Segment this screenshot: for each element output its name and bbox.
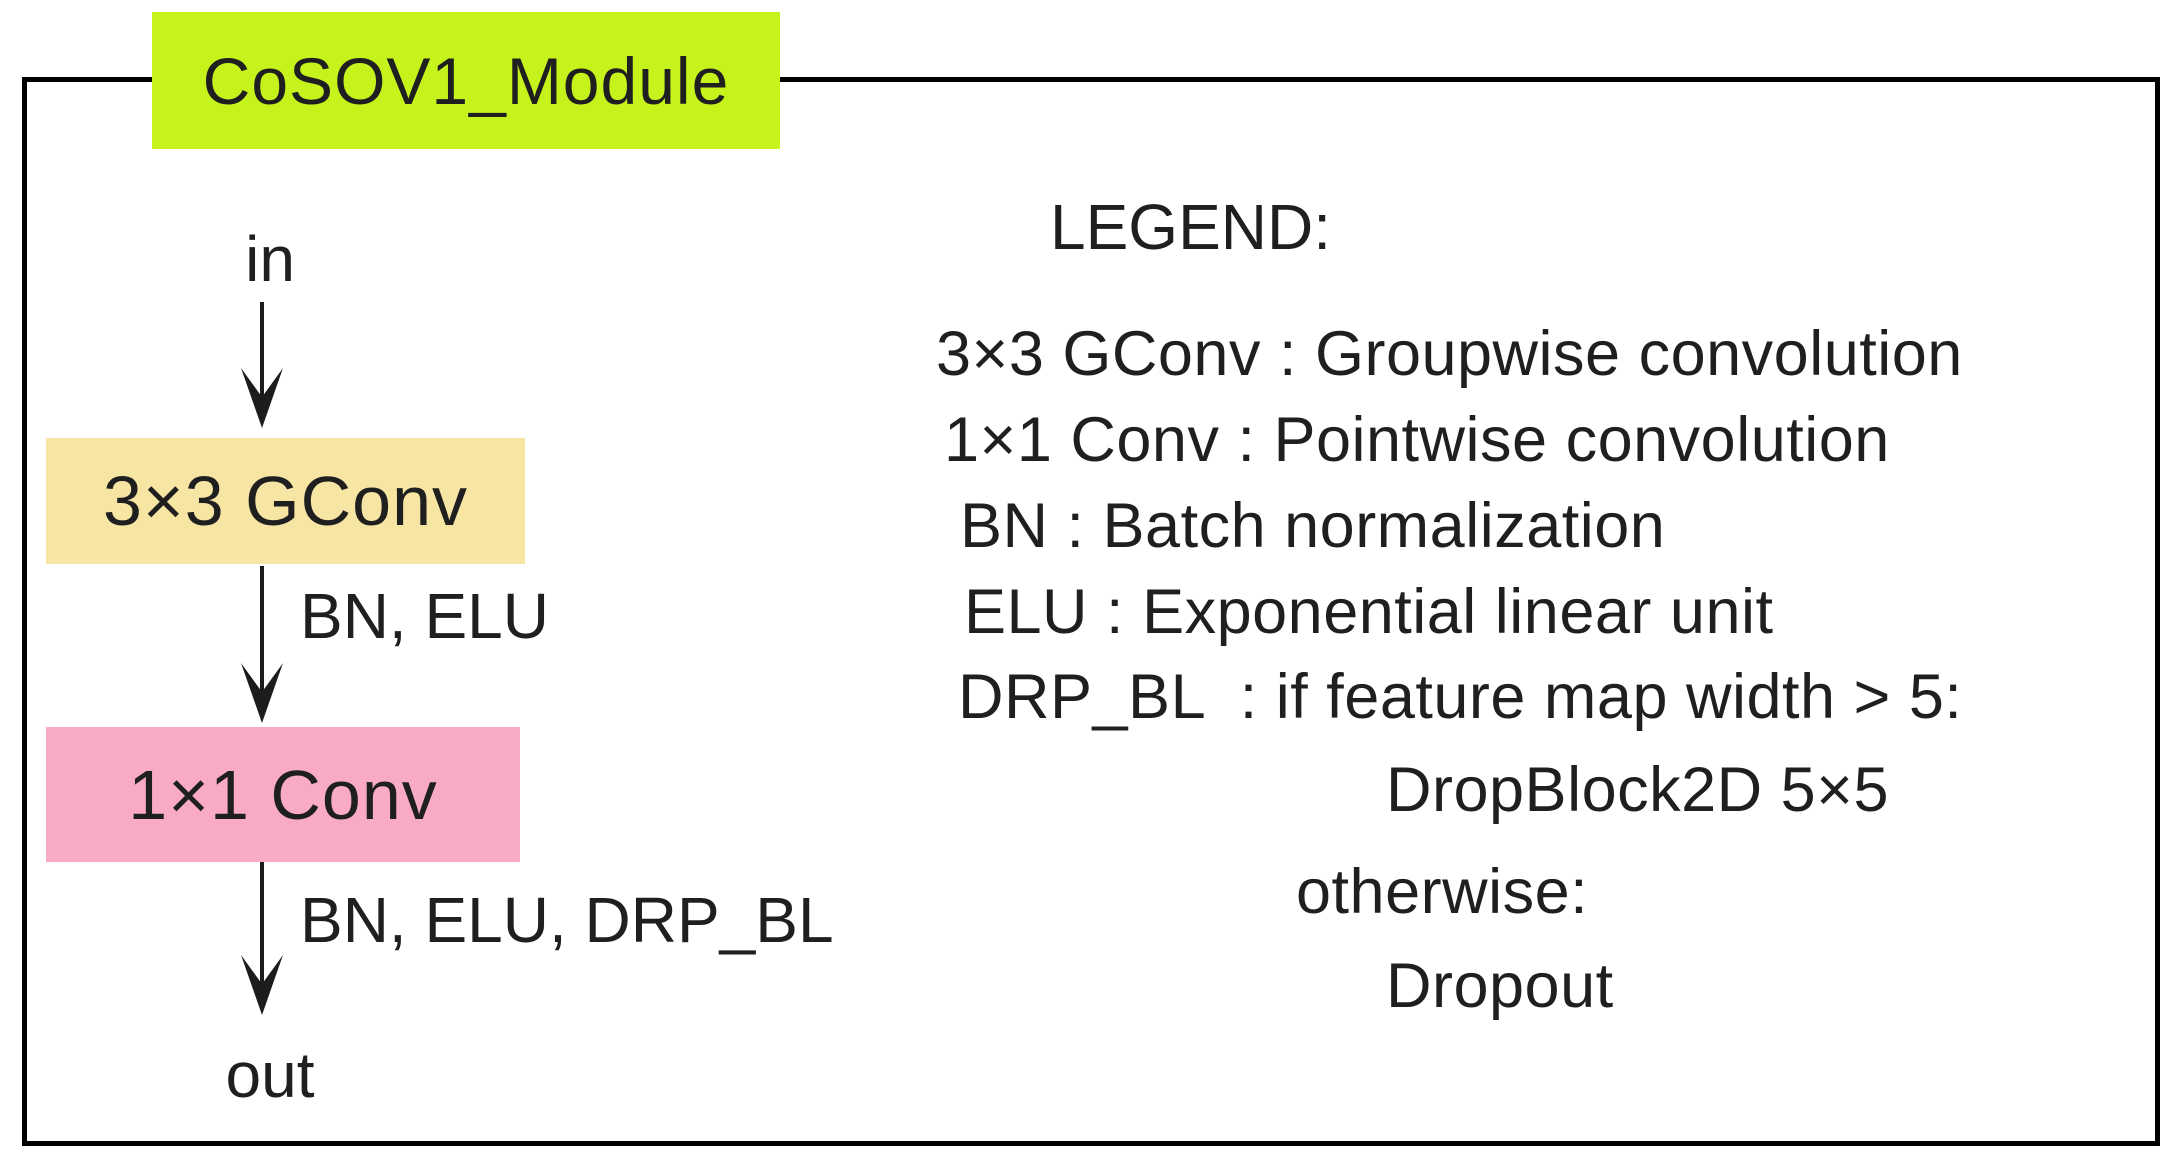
module-title: CoSOV1_Module <box>202 43 730 118</box>
legend-entry-dropout: Dropout <box>1386 951 1614 1021</box>
legend-entry-otherwise: otherwise: <box>1296 857 1589 927</box>
flow-output-label: out <box>225 1039 315 1111</box>
module-frame <box>22 77 2160 1146</box>
legend-entry-gconv: 3×3 GConv : Groupwise convolution <box>936 319 1963 389</box>
legend-entry-elu: ELU : Exponential linear unit <box>964 577 1774 647</box>
legend-heading: LEGEND: <box>1050 191 1331 263</box>
gconv-node-label: 3×3 GConv <box>102 462 469 540</box>
legend-entry-dropblock: DropBlock2D 5×5 <box>1386 755 1890 825</box>
edge-label-bn-elu: BN, ELU <box>300 580 549 652</box>
legend-entry-bn: BN : Batch normalization <box>960 491 1666 561</box>
legend-entry-drpbl: DRP_BL : if feature map width > 5: <box>958 662 1963 732</box>
flow-input-label: in <box>245 223 295 295</box>
legend-entry-conv: 1×1 Conv : Pointwise convolution <box>944 405 1890 475</box>
module-title-box: CoSOV1_Module <box>152 12 780 149</box>
edge-label-bn-elu-drpbl: BN, ELU, DRP_BL <box>300 884 834 956</box>
gconv-node: 3×3 GConv <box>46 438 525 564</box>
conv-node-label: 1×1 Conv <box>128 755 438 834</box>
conv-node: 1×1 Conv <box>46 727 520 862</box>
